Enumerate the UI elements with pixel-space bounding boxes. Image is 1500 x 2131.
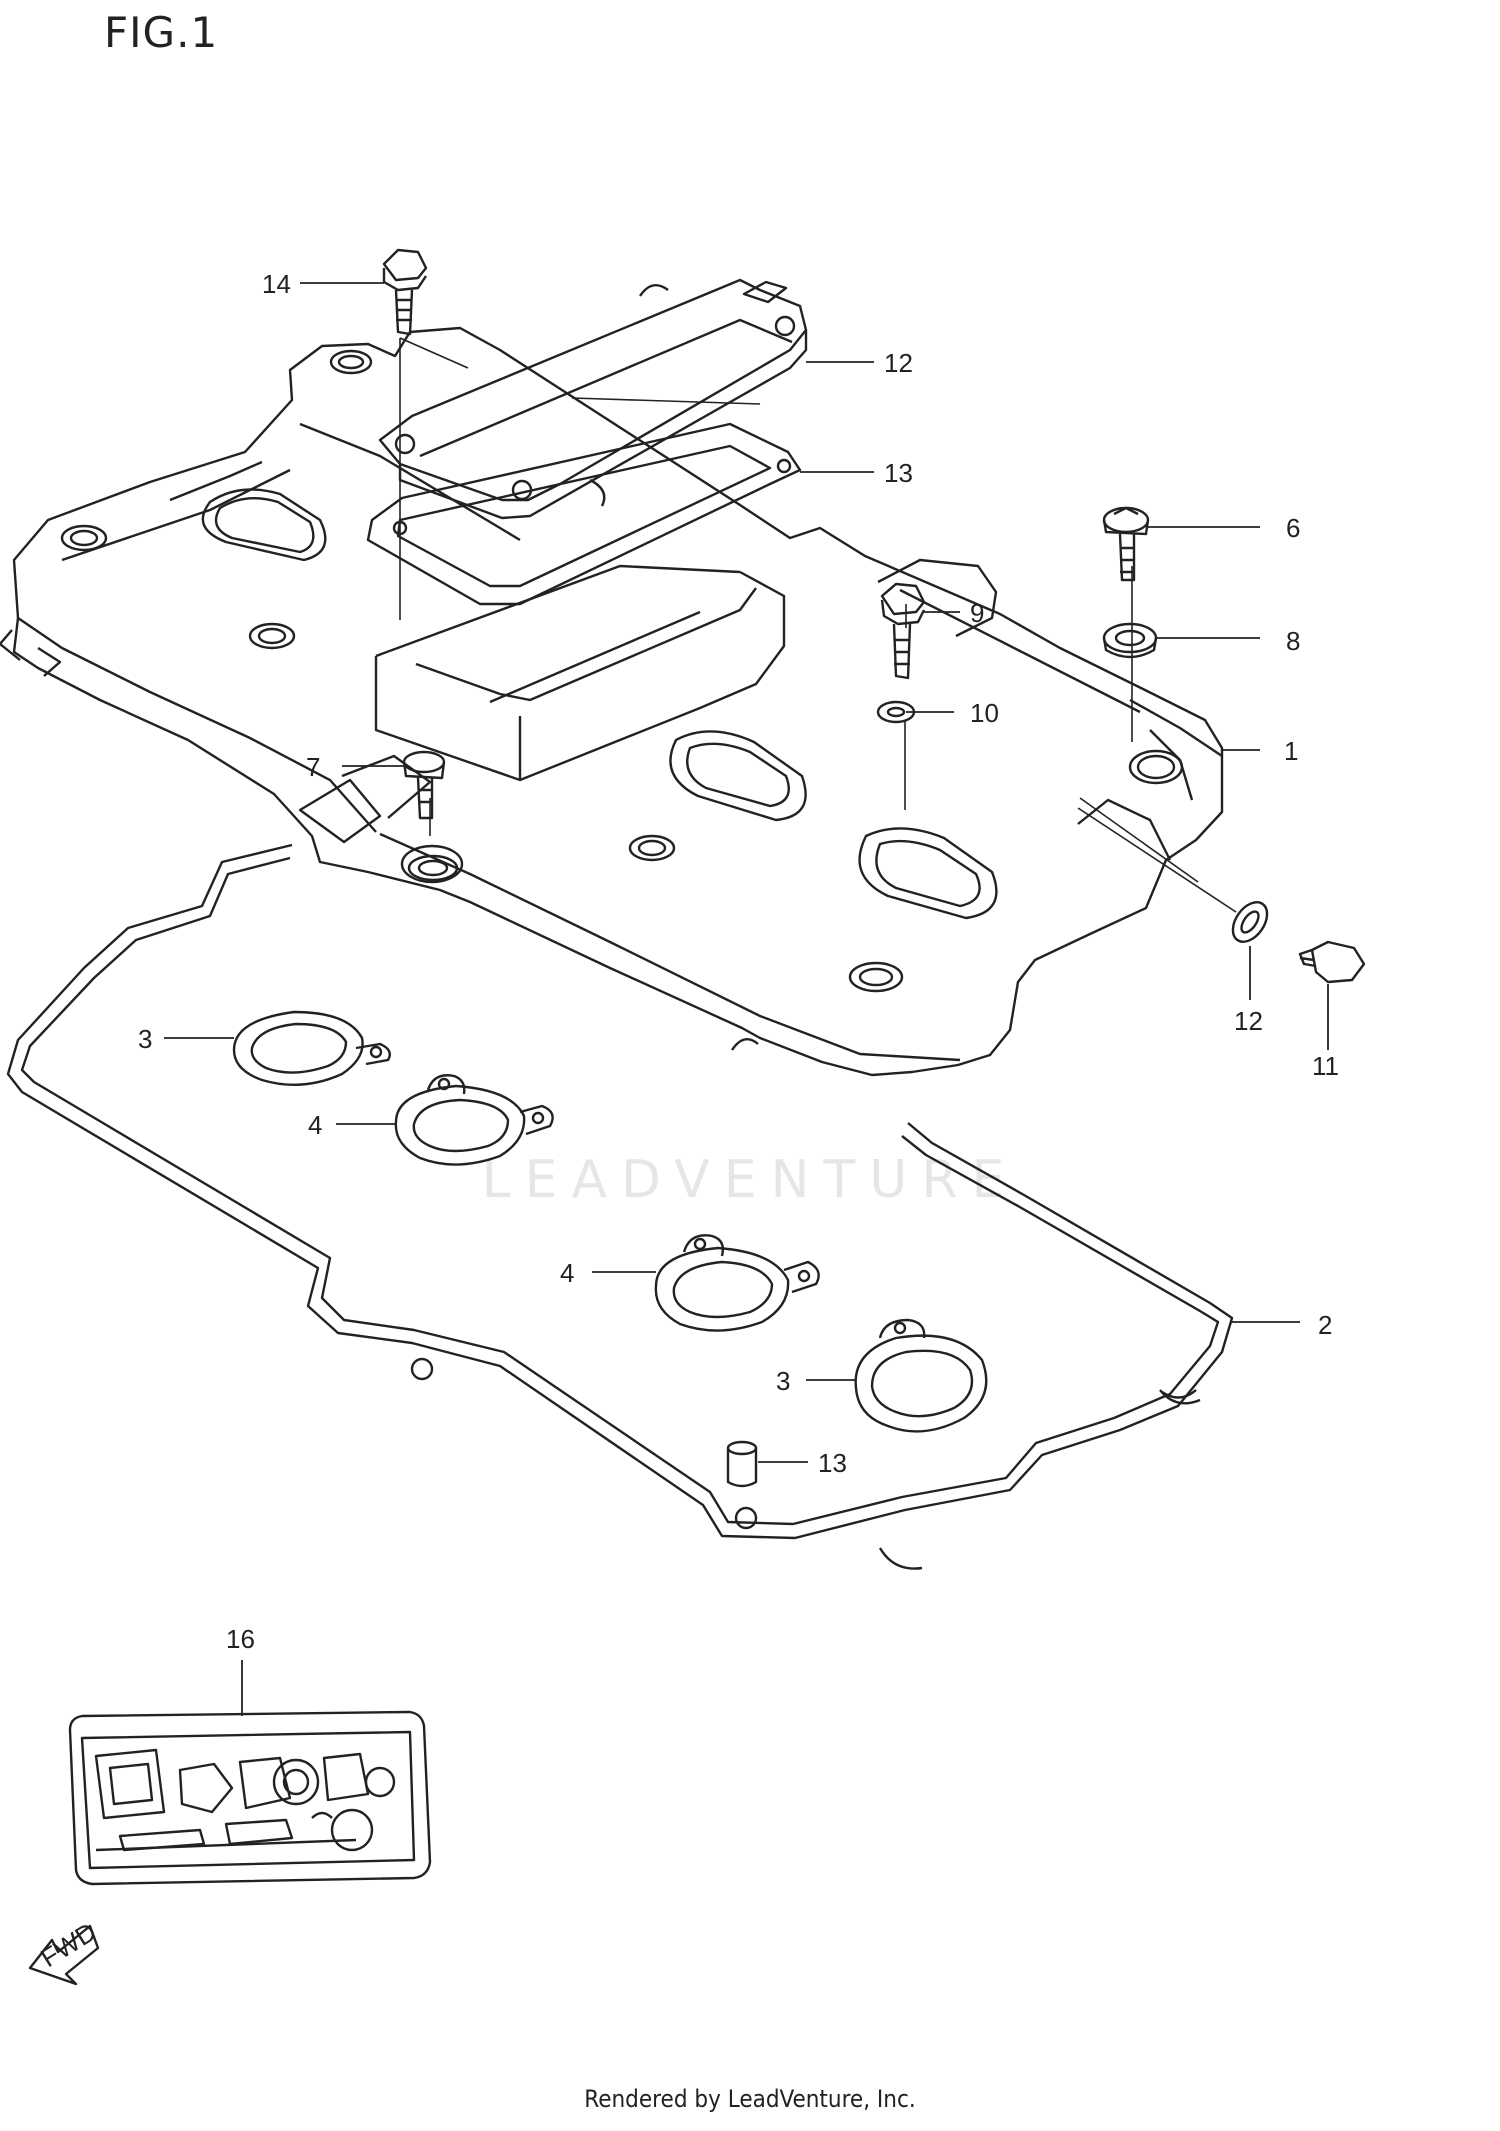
callout-14: 13	[884, 458, 913, 488]
callout-4-lower: 4	[560, 1258, 574, 1288]
callout-10: 11	[1312, 1051, 1339, 1081]
dowel-pin-part-12	[726, 1440, 758, 1488]
figure-title: FIG.1	[104, 8, 219, 57]
assembly-guide-lines	[399, 337, 1237, 913]
breather-cover-gasket	[366, 422, 802, 606]
callout-12: 13	[818, 1448, 847, 1478]
callout-8: 9	[970, 598, 984, 628]
callout-9: 10	[970, 698, 999, 728]
callout-4-upper: 4	[308, 1110, 322, 1140]
watermark-text: LEADVENTURE	[481, 1150, 1019, 1210]
callout-5: 6	[1286, 513, 1300, 543]
callout-3-upper: 3	[138, 1024, 152, 1054]
washer-part-11	[1231, 901, 1269, 943]
bolt-part-8	[880, 582, 926, 680]
o-ring-part-3-lower	[854, 1318, 988, 1433]
callout-6: 7	[306, 752, 320, 782]
fwd-arrow-icon	[28, 1924, 100, 1986]
cylinder-head-cover-gasket	[6, 843, 1234, 1570]
bolt-part-15	[382, 248, 428, 336]
screw-part-5	[1102, 506, 1150, 582]
callout-1: 1	[1284, 736, 1298, 766]
fwd-label: FWD	[35, 1916, 101, 1973]
grommet-part-7	[1102, 622, 1158, 659]
callout-15: 14	[262, 269, 291, 299]
callout-11: 12	[1234, 1006, 1263, 1036]
cylinder-head-cover	[0, 326, 1224, 1077]
gasket-set-part-16	[68, 1710, 432, 1886]
callout-16: 16	[226, 1624, 255, 1654]
seal-part-4-upper	[394, 1074, 554, 1166]
callout-3-lower: 3	[776, 1366, 790, 1396]
callout-leader-lines	[164, 282, 1329, 1716]
o-ring-part-3-upper	[232, 1010, 391, 1086]
callout-7: 8	[1286, 626, 1300, 656]
callout-2: 2	[1318, 1310, 1332, 1340]
plug-part-10	[1298, 940, 1366, 984]
callout-13: 12	[884, 348, 913, 378]
seal-part-4-lower	[654, 1234, 820, 1332]
footer-credit: Rendered by LeadVenture, Inc.	[584, 2085, 916, 2113]
bolt-part-6	[402, 750, 446, 820]
